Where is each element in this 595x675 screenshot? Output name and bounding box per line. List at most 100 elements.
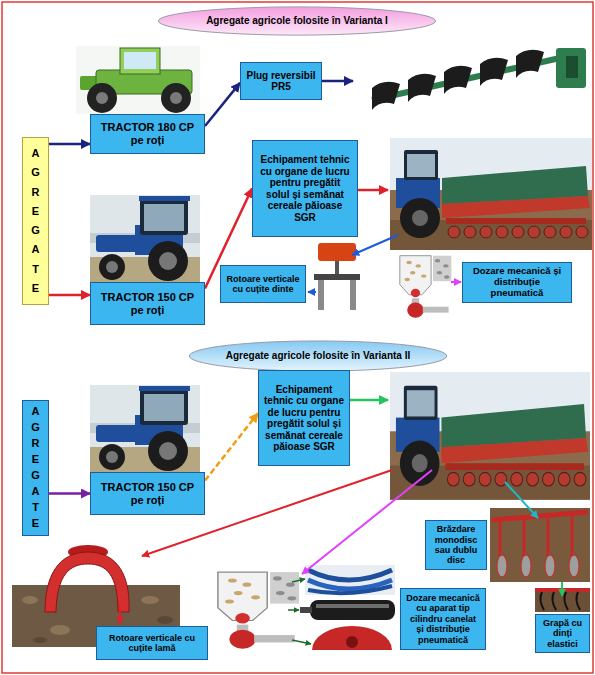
tractor-box: TRACTOR 180 CP pe roți — [90, 114, 205, 154]
disc-coulter-photo — [497, 555, 507, 577]
component-box: Rotoare verticale cu cuțite dinte — [220, 265, 306, 303]
equipment-box: Plug reversibil PR5 — [240, 62, 322, 100]
reversible-plough-photo — [516, 50, 544, 78]
reversible-plough-photo — [444, 66, 472, 94]
fluted-roller-photo — [316, 604, 389, 608]
spring-tine-harrow-photo — [576, 592, 580, 610]
rotor-blade-drawing — [45, 552, 129, 612]
pneumatic-hoses-photo — [308, 586, 392, 593]
disc-coulter-photo — [571, 516, 574, 560]
leader-arrow — [451, 281, 461, 283]
leader-arrow — [352, 235, 398, 255]
reversible-plough-photo — [408, 74, 436, 102]
node-text: Echipament tehnic cu organe de lucru pen… — [257, 154, 353, 223]
node-text: Agregate agricole folosite în Varianta I… — [204, 350, 432, 362]
node-text: Grapă cu dinți elastici — [540, 618, 585, 649]
soil-photo — [141, 596, 159, 604]
disc-coulter-photo — [547, 518, 550, 560]
green-tractor-photo — [87, 83, 117, 113]
seeder-photo — [390, 138, 592, 250]
leader-arrow — [288, 609, 299, 611]
soil-photo — [50, 625, 70, 635]
leader-arrow — [120, 81, 562, 644]
pneumatic-hoses-photo — [305, 565, 395, 595]
disc-coulter-photo — [492, 512, 588, 520]
leader-arrow — [350, 399, 388, 402]
green-tractor-photo — [120, 48, 160, 74]
rotor-tine-drawing — [335, 261, 339, 275]
node-text: Agregate agricole folosite în Varianta I — [173, 15, 421, 27]
leader-arrow — [561, 582, 563, 596]
component-box: Dozare mecanică și distribuție pneumatic… — [462, 262, 572, 303]
tractor-box: TRACTOR 150 CP pe roți — [90, 282, 205, 325]
leader-arrow — [358, 189, 388, 192]
node-text: Rotoare verticale cu cuțite dinte — [225, 274, 301, 295]
component-box: Grapă cu dinți elastici — [535, 614, 590, 653]
node-text: TRACTOR 150 CP pe roți — [95, 291, 200, 316]
dosing-drawing — [400, 256, 452, 318]
leader-arrow — [292, 640, 311, 644]
green-tractor-photo — [96, 92, 108, 104]
rotor-tine-drawing — [318, 243, 356, 261]
reversible-plough-photo — [372, 82, 400, 110]
leader-arrow — [292, 579, 305, 582]
leader-arrow — [119, 606, 121, 624]
vertical-label-box: AGREGATE — [22, 137, 49, 305]
rotor-tine-drawing — [318, 280, 324, 310]
reversible-plough-photo — [480, 58, 508, 86]
soil-photo — [22, 596, 38, 604]
spring-tine-harrow-photo — [540, 592, 544, 610]
section-oval: Agregate agricole folosite în Varianta I — [157, 6, 437, 36]
component-box: Rotoare verticale cu cuțite lamă — [96, 626, 208, 660]
green-tractor-photo — [76, 46, 200, 114]
tractor-box: TRACTOR 150 CP pe roți — [90, 472, 205, 515]
node-text: Dozare mecanică și distribuție pneumatic… — [467, 266, 567, 299]
component-box: Brăzdare monodisc sau dublu disc — [425, 520, 487, 570]
node-text: Dozare mecanică cu aparat tip cilindru c… — [405, 593, 481, 645]
node-text: TRACTOR 150 CP pe roți — [95, 481, 200, 506]
disc-coulter-photo — [545, 555, 555, 577]
fan-photo — [312, 626, 392, 650]
soil-photo — [157, 616, 173, 624]
green-tractor-photo — [161, 83, 191, 113]
disc-coulter-photo — [523, 520, 526, 560]
soil-photo — [33, 637, 47, 643]
leader-arrow — [322, 80, 353, 83]
reversible-plough-photo — [372, 48, 586, 110]
vertical-label: AGREGATE — [30, 144, 41, 298]
disc-coulter-photo — [490, 508, 590, 582]
rotor-tine-drawing — [314, 274, 360, 280]
disc-coulter-photo — [490, 508, 590, 582]
pneumatic-hoses-photo — [308, 570, 392, 580]
dosing-drawing — [218, 572, 299, 649]
pneumatic-hoses-photo — [305, 565, 395, 595]
green-tractor-photo — [170, 92, 182, 104]
section-oval: Agregate agricole folosite în Varianta I… — [188, 340, 448, 372]
node-text: TRACTOR 180 CP pe roți — [95, 121, 200, 146]
rotor-blade-drawing — [45, 545, 129, 612]
fluted-roller-photo — [300, 607, 312, 613]
disc-coulter-photo — [569, 555, 579, 577]
blue-tractor-photo — [90, 385, 200, 473]
fan-photo — [346, 636, 358, 648]
connector-arrow — [49, 492, 90, 495]
leader-arrow — [308, 291, 316, 293]
fluted-roller-photo — [310, 600, 395, 620]
equipment-box: Echipament tehnic cu organe de lucru pen… — [258, 370, 350, 466]
leader-arrow — [302, 470, 432, 574]
rotor-tine-drawing — [314, 243, 360, 310]
oval-outline — [189, 341, 446, 371]
node-text: Rotoare verticale cu cuțite lamă — [101, 633, 203, 654]
connector-arrow — [49, 294, 90, 297]
equipment-box: Echipament tehnic cu organe de lucru pen… — [252, 140, 358, 237]
green-tractor-photo — [124, 52, 156, 69]
node-text: Brăzdare monodisc sau dublu disc — [430, 524, 482, 565]
green-tractor-photo — [76, 46, 200, 114]
reversible-plough-photo — [566, 56, 578, 78]
oval-outline — [158, 7, 435, 35]
fan-photo — [312, 626, 392, 650]
